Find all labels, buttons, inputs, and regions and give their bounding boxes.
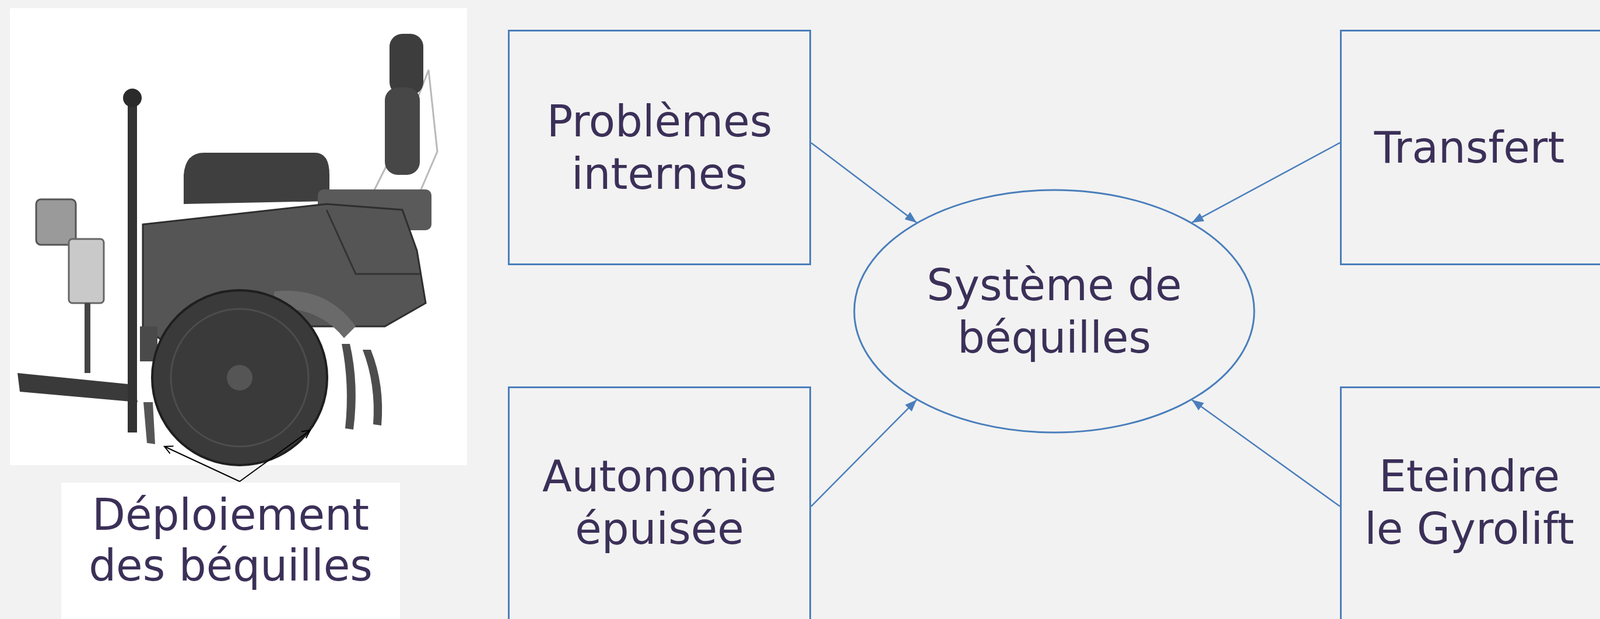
process-box: Problèmes internes (507, 29, 812, 266)
process-box: Eteindre le Gyrolift (1339, 386, 1600, 619)
chassis-edge (326, 209, 420, 275)
footrest-post (84, 303, 91, 374)
process-box: Transfert (1339, 29, 1600, 266)
seat-cushion (183, 152, 330, 205)
process-box: Autonomie épuisée (507, 386, 812, 619)
control-knob (123, 88, 142, 108)
leader-line (164, 446, 240, 482)
callout-text: Déploiement des béquilles (84, 489, 377, 592)
legrest (36, 199, 76, 245)
backrest-cushion (384, 87, 420, 175)
control-pole (127, 100, 138, 433)
front-crutch (143, 402, 156, 445)
rear-crutch (362, 349, 382, 426)
arrow-connector (811, 400, 917, 507)
rear-crutch (341, 344, 356, 430)
wheel-hub (226, 365, 253, 391)
node-text: Problèmes internes (521, 95, 798, 201)
arrow-connector (1191, 142, 1340, 223)
node-text: Eteindre le Gyrolift (1353, 450, 1586, 556)
wheel-rim (170, 309, 309, 447)
node-text: Transfert (1374, 121, 1566, 174)
node-text: Système de béquilles (913, 258, 1196, 365)
node-text: Autonomie épuisée (521, 450, 798, 556)
illustration-ground (9, 8, 468, 466)
central-ellipse: Système de béquilles (853, 188, 1256, 434)
backrest-outline (373, 69, 438, 193)
leader-line (239, 430, 311, 482)
arrow-connector (811, 142, 917, 223)
arrow-connector (1191, 400, 1340, 507)
ellipse-outline (854, 190, 1255, 433)
callout-label: Déploiement des béquilles (61, 482, 400, 619)
headrest (389, 33, 424, 96)
ellipse-outline (853, 188, 1256, 434)
footplate (17, 373, 138, 403)
leg-support (68, 239, 104, 304)
wheel (152, 290, 328, 466)
